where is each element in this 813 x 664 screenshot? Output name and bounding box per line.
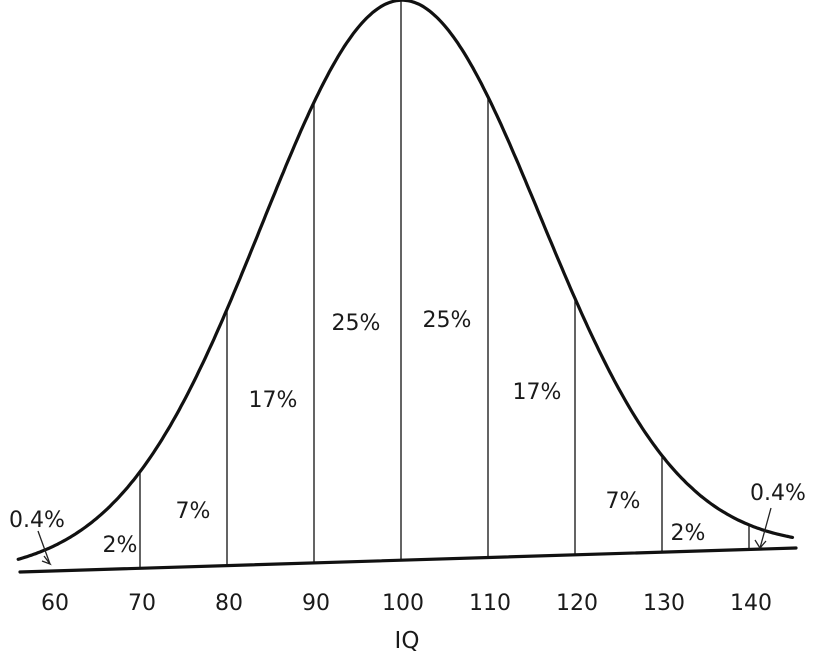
x-tick-label-140: 140 [730,591,772,616]
bell-curve [16,0,795,561]
band-label-140-145: 0.4% [750,481,806,506]
left-tail-leader [37,530,51,565]
x-tick-label-70: 70 [128,591,156,616]
x-tick-label-80: 80 [215,591,243,616]
band-dividers [139,1,750,569]
band-label-80-90: 17% [249,388,298,413]
band-percent-labels: 0.4% 2% 7% 17% 25% 25% 17% 7% 2% 0.4% [9,308,806,558]
band-label-100-110: 25% [423,308,472,333]
x-tick-labels: 60 70 80 90 100 110 120 130 140 [41,591,772,616]
band-label-60-70: 2% [103,533,138,558]
x-tick-label-90: 90 [302,591,330,616]
band-label-70-80: 7% [176,499,211,524]
x-tick-label-130: 130 [643,591,685,616]
x-tick-label-120: 120 [556,591,598,616]
right-tail-arrowhead [754,539,767,550]
tail-leader-lines [37,507,772,566]
right-tail-leader [759,507,772,549]
x-tick-label-60: 60 [41,591,69,616]
band-label-130-140: 2% [671,521,706,546]
x-tick-label-100: 100 [382,591,424,616]
x-tick-label-110: 110 [469,591,511,616]
x-axis-baseline [18,546,798,574]
x-axis-title: IQ [395,628,420,654]
band-label-56-60: 0.4% [9,508,65,533]
left-tail-arrowhead [41,555,52,566]
band-label-110-120: 17% [513,380,562,405]
band-label-90-100: 25% [332,311,381,336]
band-label-120-130: 7% [606,489,641,514]
